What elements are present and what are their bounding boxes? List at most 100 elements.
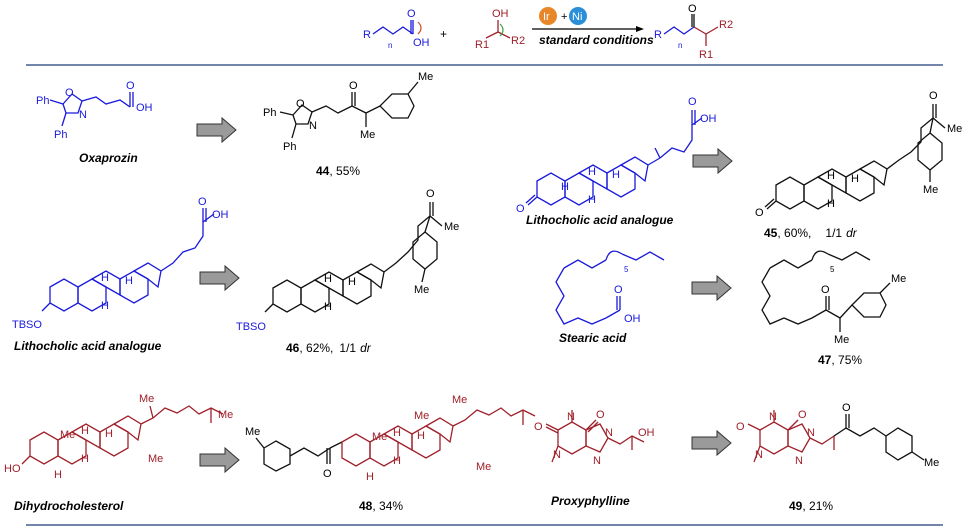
entry-44: O N Ph Ph O OH Oxaprozin O N Ph Ph bbox=[36, 71, 433, 178]
entry-49: N N N N O O OH Proxyphylline N N N N bbox=[534, 402, 939, 513]
litho-h-label-4: H bbox=[561, 181, 569, 193]
proxy-o-label-2: O bbox=[534, 421, 543, 433]
p48-me-label-1: Me bbox=[452, 394, 467, 406]
dihydro-h-label-2: H bbox=[105, 428, 113, 440]
p49-o-label-2: O bbox=[736, 421, 745, 433]
dihydro-me-label-3: Me bbox=[148, 453, 163, 465]
proxy-n-label-2: N bbox=[553, 449, 561, 461]
product-r1-label: R1 bbox=[699, 49, 713, 61]
oxazole-o-label: O bbox=[65, 87, 74, 99]
litho2-acid-oh-label: OH bbox=[212, 209, 229, 221]
yield-49: , 21% bbox=[802, 499, 833, 513]
product-44-structure: O N Ph Ph O Me Me bbox=[263, 71, 433, 153]
entry-48: HO Me Me Me Me H H H H Dihydrocholestero… bbox=[4, 393, 536, 513]
arrow-48 bbox=[199, 446, 240, 474]
arrow-46 bbox=[199, 264, 240, 292]
proxy-oh-label: OH bbox=[638, 427, 655, 439]
litho-h-label-1: H bbox=[588, 166, 596, 178]
oxaprozin-structure: O N Ph Ph O OH bbox=[36, 80, 153, 141]
p45-h-label-3: H bbox=[827, 198, 835, 210]
p48-ketone-o-label: O bbox=[323, 468, 332, 480]
litho-acid-o-label: O bbox=[688, 96, 697, 108]
yield-44: , 55% bbox=[329, 164, 360, 178]
dihydro-h-label-3: H bbox=[81, 453, 89, 465]
ni-badge-label: Ni bbox=[572, 11, 582, 23]
acid-oh-label: OH bbox=[413, 37, 430, 49]
product-47-structure: 5 O Me Me bbox=[761, 250, 906, 346]
alcohol-oh-label: OH bbox=[492, 8, 509, 20]
product-label-47: 47, 75% bbox=[818, 353, 862, 367]
oxaprozin-oh-label: OH bbox=[136, 102, 153, 114]
p46-h-label-3: H bbox=[324, 301, 332, 313]
product-46-structure: TBSO O Me Me H H H bbox=[236, 188, 459, 333]
p47-o-label: O bbox=[821, 284, 830, 296]
product-n-label: n bbox=[678, 41, 682, 50]
p44-me-label: Me bbox=[360, 129, 375, 141]
p48-me-label-4: Me bbox=[372, 431, 387, 443]
substrate-name-dihydrocholesterol: Dihydrocholesterol bbox=[14, 499, 124, 513]
entry-46: TBSO O OH H H H Lithocholic acid analogu… bbox=[12, 188, 459, 355]
product-48-structure: Me O Me Me Me Me H H H H bbox=[245, 394, 536, 483]
p48-h-label-3: H bbox=[393, 455, 401, 467]
p48-para-me-label: Me bbox=[245, 426, 260, 438]
dihydro-ho-label: HO bbox=[4, 463, 21, 475]
dihydrocholesterol-structure: HO Me Me Me Me H H H H bbox=[4, 393, 233, 481]
dr-label-45: dr bbox=[846, 226, 858, 240]
p48-h-label-4: H bbox=[366, 471, 374, 483]
yield-45: , 60%, bbox=[777, 226, 811, 240]
p49-n-label-2: N bbox=[755, 449, 763, 461]
substrate-name-litho-2: Lithocholic acid analogue bbox=[14, 339, 162, 353]
entry-45: O O OH H H H H Lithocholic acid analogue bbox=[516, 90, 962, 240]
litho-ketone-o-label: O bbox=[516, 203, 525, 215]
product-number-49: 49 bbox=[789, 499, 803, 513]
product-number-45: 45 bbox=[764, 226, 778, 240]
stearic-acid-structure: 5 O OH bbox=[555, 250, 665, 325]
dihydro-me-label-4: Me bbox=[60, 429, 75, 441]
p49-n-label-1: N bbox=[769, 411, 777, 423]
yield-47: , 75% bbox=[831, 353, 862, 367]
p48-me-label-2: Me bbox=[476, 461, 491, 473]
product-45-structure: O O Me Me H H H bbox=[755, 90, 962, 219]
litho2-acid-o-label: O bbox=[198, 196, 207, 208]
arrow-45 bbox=[692, 147, 733, 175]
ph-label-2: Ph bbox=[54, 129, 67, 141]
proxy-o-label-1: O bbox=[596, 409, 605, 421]
p46-h-label-1: H bbox=[324, 273, 332, 285]
p44-ketone-o-label: O bbox=[349, 80, 358, 92]
proxy-n-label-1: N bbox=[567, 411, 575, 423]
product-r2-label: R2 bbox=[719, 19, 733, 31]
p45-ketone-o-label: O bbox=[929, 90, 938, 102]
stearic-o-label: O bbox=[614, 284, 623, 296]
litho2-h-label-2: H bbox=[125, 275, 133, 287]
stearic-oh-label: OH bbox=[624, 313, 641, 325]
p46-ketone-o-label: O bbox=[426, 188, 435, 200]
product-label-44: 44, 55% bbox=[316, 164, 360, 178]
p46-me-label: Me bbox=[444, 221, 459, 233]
p44-ph-label-1: Ph bbox=[263, 107, 276, 119]
proxy-n-label-4: N bbox=[605, 427, 613, 439]
product-r-label: R bbox=[654, 29, 662, 41]
p48-me-label-3: Me bbox=[414, 410, 429, 422]
p49-n-label-3: N bbox=[795, 455, 803, 467]
dr-label-46: dr bbox=[360, 341, 372, 355]
p46-tbso-label: TBSO bbox=[236, 321, 266, 333]
litho2-h-label-3: H bbox=[101, 300, 109, 312]
entry-47: 5 O OH Stearic acid 5 O Me bbox=[555, 250, 906, 367]
stearic-sub5: 5 bbox=[624, 265, 629, 274]
p45-h-label-1: H bbox=[827, 170, 835, 182]
proxy-n-label-3: N bbox=[593, 455, 601, 467]
product-label-48: 48, 34% bbox=[359, 499, 403, 513]
p44-ph-label-2: Ph bbox=[283, 141, 296, 153]
catalysts: Ir + Ni bbox=[539, 7, 587, 25]
dihydro-me-label-1: Me bbox=[139, 393, 154, 405]
oxaprozin-o-label: O bbox=[126, 80, 135, 92]
dihydro-me-label-2: Me bbox=[218, 409, 233, 421]
acid-r-label: R bbox=[363, 29, 371, 41]
oxazole-n-label: N bbox=[79, 109, 87, 121]
p49-n-label-4: N bbox=[807, 427, 815, 439]
dr-46: 1/1 bbox=[339, 341, 356, 355]
dihydro-h-label-4: H bbox=[54, 469, 62, 481]
